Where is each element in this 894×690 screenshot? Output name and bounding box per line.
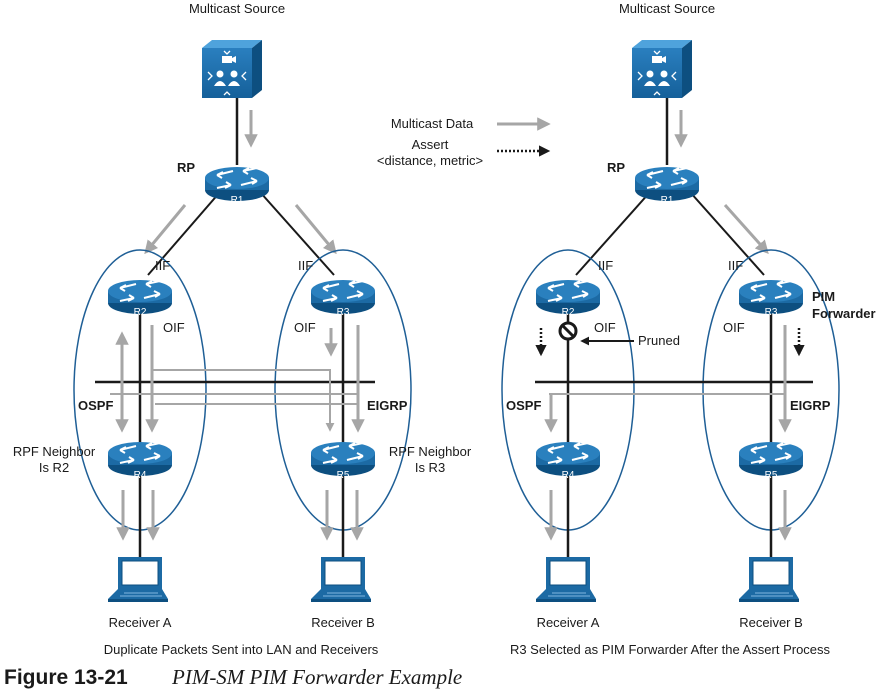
legend-assert-label: Assert — [412, 137, 449, 152]
router-label: R2 — [134, 307, 147, 318]
rpf-neighbor-label: Is R3 — [415, 460, 445, 475]
pim-forwarder-label: Forwarder — [812, 306, 876, 321]
pim-forwarder-label: PIM — [812, 289, 835, 304]
router-label: R3 — [765, 307, 778, 318]
oif-label: OIF — [594, 320, 616, 335]
legend-assert-sub-label: <distance, metric> — [377, 153, 483, 168]
pruned-label: Pruned — [638, 333, 680, 348]
router-label: R4 — [134, 470, 147, 481]
ospf-label: OSPF — [78, 398, 113, 413]
left-caption: Duplicate Packets Sent into LAN and Rece… — [104, 642, 379, 657]
router-label: R5 — [765, 470, 778, 481]
link-r1-r2 — [575, 191, 651, 276]
multicast-source-label: Multicast Source — [189, 1, 285, 16]
multicast-server-icon — [201, 39, 263, 99]
laptop-icon — [738, 556, 800, 603]
oif-label: OIF — [723, 320, 745, 335]
data-arrow — [144, 204, 187, 255]
receiver-b-label: Receiver B — [311, 615, 375, 630]
router-label: R3 — [337, 307, 350, 318]
iif-label: IIF — [298, 258, 313, 273]
router-label: R5 — [337, 470, 350, 481]
receiver-a-label: Receiver A — [109, 615, 172, 630]
laptop-icon — [107, 556, 169, 603]
eigrp-label: EIGRP — [790, 398, 831, 413]
data-arrow — [294, 204, 337, 255]
rpf-neighbor-label: RPF Neighbor — [389, 444, 472, 459]
data-arrow — [152, 369, 335, 432]
ospf-label: OSPF — [506, 398, 541, 413]
link-r1-r3 — [259, 191, 335, 276]
oif-label: OIF — [163, 320, 185, 335]
rp-label: RP — [177, 160, 195, 175]
figure-title: PIM-SM PIM Forwarder Example — [171, 665, 462, 689]
oif-label: OIF — [294, 320, 316, 335]
router-label: R2 — [562, 307, 575, 318]
legend: Multicast Data Assert <distance, metric> — [377, 116, 551, 168]
laptop-icon — [535, 556, 597, 603]
legend-multicast-data-label: Multicast Data — [391, 116, 474, 131]
router-label: R4 — [562, 470, 575, 481]
data-arrow — [723, 204, 769, 255]
multicast-server-icon — [631, 39, 693, 99]
right-caption: R3 Selected as PIM Forwarder After the A… — [510, 642, 831, 657]
iif-label: IIF — [155, 258, 170, 273]
iif-label: IIF — [728, 258, 743, 273]
iif-label: IIF — [598, 258, 613, 273]
link-r1-r2 — [147, 191, 221, 276]
eigrp-label: EIGRP — [367, 398, 408, 413]
receiver-a-label: Receiver A — [537, 615, 600, 630]
multicast-source-label: Multicast Source — [619, 1, 715, 16]
figure-number: Figure 13-21 — [4, 666, 128, 689]
rpf-neighbor-label: RPF Neighbor — [13, 444, 96, 459]
left-diagram: Multicast Source RP R1 — [13, 1, 472, 657]
router-label: R1 — [231, 195, 244, 206]
router-label: R1 — [661, 195, 674, 206]
rp-label: RP — [607, 160, 625, 175]
prune-block-icon — [558, 321, 578, 341]
rpf-neighbor-label: Is R2 — [39, 460, 69, 475]
laptop-icon — [310, 556, 372, 603]
link-r1-r3 — [689, 191, 765, 276]
right-diagram: Multicast Source RP — [501, 1, 876, 657]
receiver-b-label: Receiver B — [739, 615, 803, 630]
